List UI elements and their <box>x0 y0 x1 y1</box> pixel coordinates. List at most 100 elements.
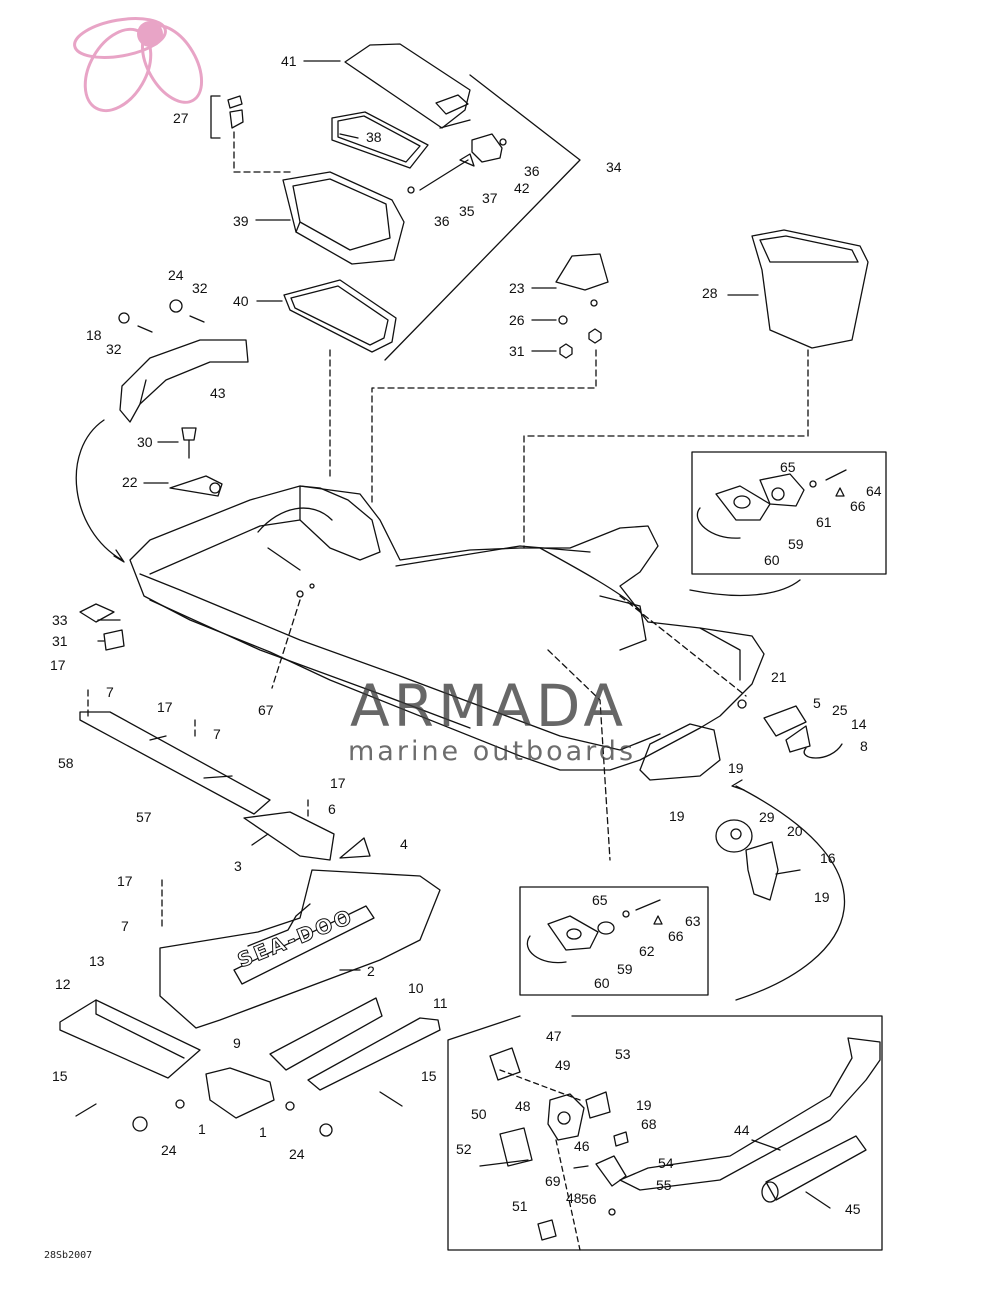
callout-19: 19 <box>814 889 830 905</box>
callout-26: 26 <box>509 312 525 328</box>
bumper-31 <box>103 629 125 651</box>
callout-29: 29 <box>759 809 775 825</box>
callout-1: 1 <box>198 1121 206 1137</box>
callout-18: 18 <box>86 327 102 343</box>
callout-24: 24 <box>161 1142 177 1158</box>
callout-3: 3 <box>234 858 242 874</box>
plate-33 <box>79 603 115 623</box>
callout-32: 32 <box>192 280 208 296</box>
callout-38: 38 <box>366 129 382 145</box>
callout-17: 17 <box>50 657 66 673</box>
callout-8: 8 <box>860 738 868 754</box>
inset-top-parts <box>696 469 847 539</box>
callout-10: 10 <box>408 980 424 996</box>
callout-17: 17 <box>157 699 173 715</box>
callout-27: 27 <box>173 110 189 126</box>
callout-39: 39 <box>233 213 249 229</box>
callout-7: 7 <box>213 726 221 742</box>
latch-hardware <box>407 133 507 194</box>
callout-41: 41 <box>281 53 297 69</box>
callout-11: 11 <box>433 995 448 1011</box>
callout-44: 44 <box>734 1122 750 1138</box>
callout-43: 43 <box>210 385 226 401</box>
callout-63: 63 <box>685 913 701 929</box>
grab-handle <box>118 299 249 423</box>
plate-4 <box>339 837 371 859</box>
callout-40: 40 <box>233 293 249 309</box>
callout-51: 51 <box>512 1198 528 1214</box>
callout-17: 17 <box>330 775 346 791</box>
callout-60: 60 <box>594 975 610 991</box>
callout-12: 12 <box>55 976 71 992</box>
bracket-22 <box>169 475 223 497</box>
callout-16: 16 <box>820 850 836 866</box>
callout-67: 67 <box>258 702 274 718</box>
callout-48: 48 <box>515 1098 531 1114</box>
callout-66: 66 <box>850 498 866 514</box>
drain-plug-assembly <box>715 699 843 901</box>
callout-61: 61 <box>816 514 832 530</box>
callout-36: 36 <box>434 213 450 229</box>
callout-2: 2 <box>367 963 375 979</box>
callout-24: 24 <box>289 1146 305 1162</box>
callout-21: 21 <box>771 669 787 685</box>
rails <box>59 997 441 1137</box>
callout-13: 13 <box>89 953 105 969</box>
callout-42: 42 <box>514 180 530 196</box>
inset-middle-parts <box>526 899 663 964</box>
callout-7: 7 <box>121 918 129 934</box>
callout-9: 9 <box>233 1035 241 1051</box>
bin-gasket <box>283 279 397 353</box>
callout-5: 5 <box>813 695 821 711</box>
propeller-logo-icon <box>73 17 204 113</box>
callout-65: 65 <box>780 459 796 475</box>
callout-35: 35 <box>459 203 475 219</box>
callout-17: 17 <box>117 873 133 889</box>
callout-25: 25 <box>832 702 848 718</box>
callout-leaders <box>97 60 831 1209</box>
callout-19: 19 <box>636 1097 652 1113</box>
storage-bin <box>282 171 405 265</box>
callout-34: 34 <box>606 159 622 175</box>
bumper-handle <box>619 1037 881 1203</box>
inset-box-bottom <box>447 1015 883 1251</box>
callout-58: 58 <box>58 755 74 771</box>
callout-23: 23 <box>509 280 525 296</box>
inset-box-middle <box>519 886 709 996</box>
callout-37: 37 <box>482 190 498 206</box>
callout-22: 22 <box>122 474 138 490</box>
callout-46: 46 <box>574 1138 590 1154</box>
callout-28: 28 <box>702 285 718 301</box>
callout-24: 24 <box>168 267 184 283</box>
callout-57: 57 <box>136 809 152 825</box>
diagram-code: 28Sb2007 <box>44 1250 93 1261</box>
callout-62: 62 <box>639 943 655 959</box>
callout-45: 45 <box>845 1201 861 1217</box>
callout-53: 53 <box>615 1046 631 1062</box>
bracket-23 <box>555 253 609 359</box>
sponson-2 <box>159 869 441 1029</box>
callout-49: 49 <box>555 1057 571 1073</box>
watermark-title: ARMADA <box>350 672 628 740</box>
callout-56: 56 <box>581 1191 597 1207</box>
inset-box-top <box>691 451 887 575</box>
callout-4: 4 <box>400 836 408 852</box>
callout-36: 36 <box>524 163 540 179</box>
callout-54: 54 <box>658 1155 674 1171</box>
assembly-arrows <box>75 419 846 1001</box>
hull <box>129 485 765 781</box>
callout-20: 20 <box>787 823 803 839</box>
callout-6: 6 <box>328 801 336 817</box>
callout-32: 32 <box>106 341 122 357</box>
fastener-27 <box>210 95 291 173</box>
storage-basket <box>751 229 869 349</box>
callout-33: 33 <box>52 612 68 628</box>
bolt-30 <box>181 427 197 459</box>
callout-59: 59 <box>617 961 633 977</box>
callout-15: 15 <box>52 1068 68 1084</box>
callout-15: 15 <box>421 1068 437 1084</box>
watermark-subtitle: marine outboards <box>348 736 637 767</box>
plate-58 <box>79 711 271 815</box>
callout-19: 19 <box>669 808 685 824</box>
leader-lines <box>87 349 809 931</box>
